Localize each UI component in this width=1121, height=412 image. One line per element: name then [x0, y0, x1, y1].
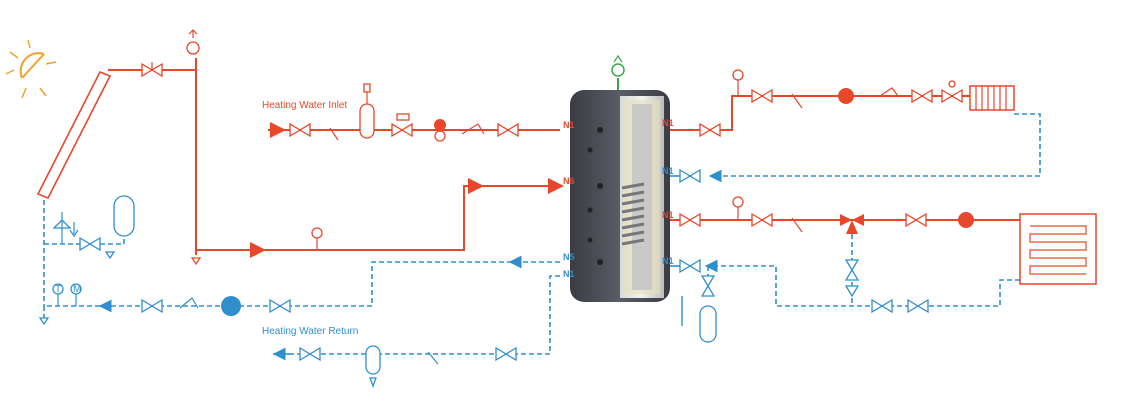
buffer-tank: [570, 90, 670, 302]
heating-inlet-line: [268, 83, 560, 142]
floor-heating-flow-line: [670, 196, 1020, 234]
collector-return-line: [43, 195, 135, 306]
port-label-n1-right-4: N1: [662, 256, 674, 266]
temperature-gauge-label: T: [55, 284, 61, 295]
collector-flow-pipe: [108, 29, 200, 255]
solar-return-line: [38, 255, 560, 326]
port-label-n6: N6: [563, 176, 575, 186]
sun-icon: [5, 39, 57, 99]
port-label-n1-right-1: N1: [662, 118, 674, 128]
manometer-label: M: [73, 284, 81, 295]
heating-return-label: Heating Water Return: [262, 326, 358, 337]
port-label-n5: N5: [563, 252, 575, 262]
heating-inlet-label: Heating Water Inlet: [262, 100, 347, 111]
valve-icon: [141, 62, 163, 78]
expansion-vessel-right: [681, 266, 717, 343]
port-label-n1-right-3: N1: [662, 210, 674, 220]
heating-return-line: [270, 275, 560, 388]
port-label-n1-bottom: N1: [563, 269, 575, 279]
floor-heating-return-line: [670, 234, 1020, 314]
solar-collector-icon: [36, 70, 112, 200]
radiator-icon: [969, 85, 1015, 111]
radiator-flow-line: [670, 69, 970, 138]
floor-heating-coil-icon: [1019, 213, 1097, 285]
tank-vent: [611, 54, 625, 90]
radiator-return-line: [670, 113, 1041, 184]
solar-flow-line: [190, 178, 564, 266]
port-label-n1-right-2: N1: [662, 166, 674, 176]
port-label-n1: N1: [563, 120, 575, 130]
